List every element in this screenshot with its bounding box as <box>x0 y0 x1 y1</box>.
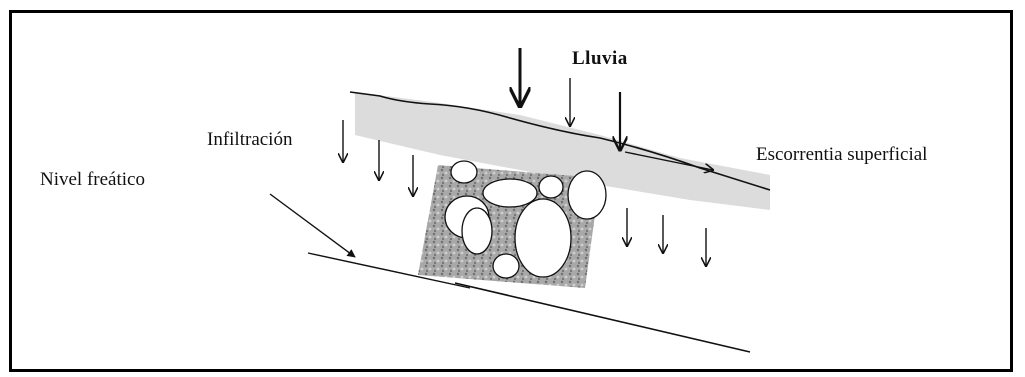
infiltration-label: Infiltración <box>207 129 292 151</box>
boulder <box>462 208 492 254</box>
boulder <box>515 199 571 277</box>
rain-label: Lluvia <box>572 48 628 70</box>
bedrock-line <box>455 283 750 352</box>
boulder <box>451 161 477 183</box>
runoff-label: Escorrentia superficial <box>756 144 927 166</box>
water-table-label: Nivel freático <box>40 169 145 191</box>
boulder <box>483 179 537 207</box>
water-table-arrow <box>270 194 355 257</box>
boulder <box>493 254 519 278</box>
boulder <box>539 176 563 198</box>
boulder <box>568 171 606 219</box>
